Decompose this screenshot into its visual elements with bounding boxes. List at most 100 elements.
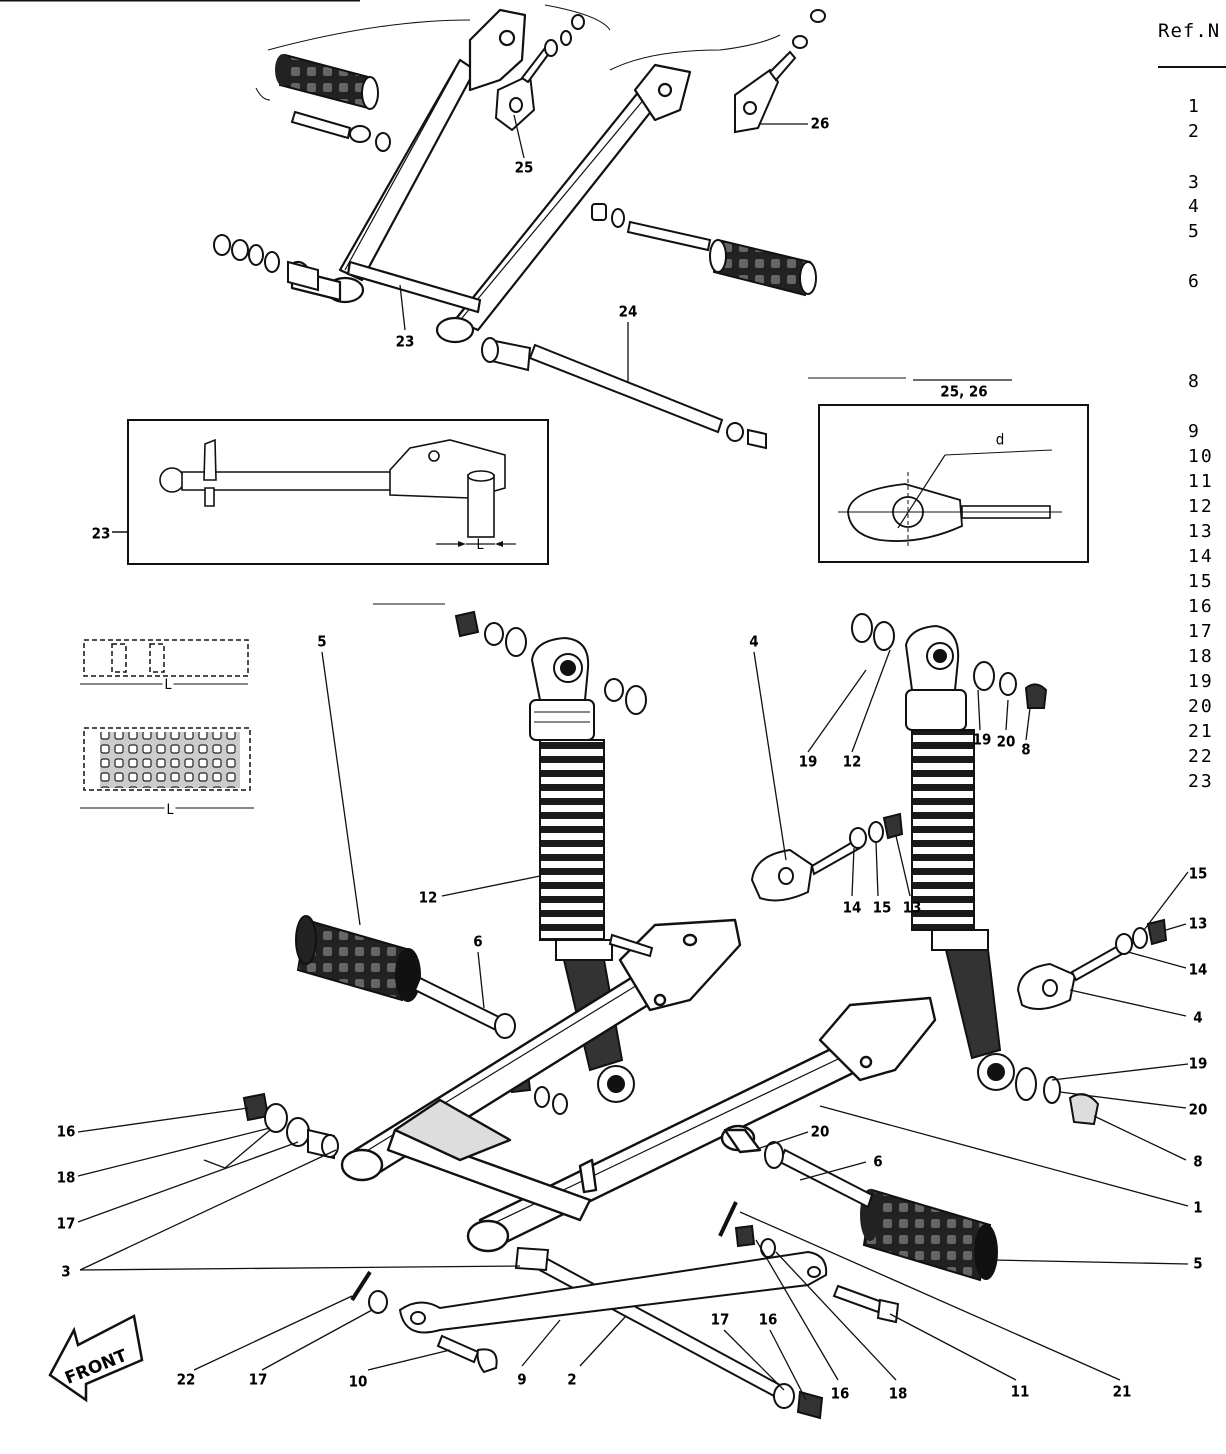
ref-number: 12 [1188,496,1214,517]
ref-number: 15 [1188,571,1214,592]
callout-15-mid: 15 [872,898,892,917]
callout-1-right: 1 [1193,1198,1203,1217]
ref-number: 11 [1188,471,1214,492]
ref-number: 23 [1188,771,1214,792]
top-rear-frame [286,8,692,344]
callout-8-right-lower: 8 [1193,1152,1203,1171]
bolt-10 [436,1334,498,1374]
callout-17-bottom: 17 [248,1370,268,1389]
callout-6-mid: 6 [873,1152,883,1171]
bracket-26-top [734,9,826,134]
axle-shaft-24 [481,337,767,450]
callout-11-bottom: 11 [1010,1382,1030,1401]
ref-number: 1 [1188,96,1201,117]
ref-header-rule [1158,66,1226,68]
chain-adjuster-4-middle [750,812,904,902]
callout-8-right: 8 [1021,740,1031,759]
callout-17-left: 17 [56,1214,76,1233]
dimension-L-grip-bottom: L [164,802,176,818]
ref-number: 8 [1188,371,1201,392]
dimension-L-grip-top: L [162,677,174,693]
main-swingarm-frame [340,918,937,1253]
ref-number: 2 [1188,121,1201,142]
footpeg-pin-top-left [290,110,391,152]
callout-13-right: 13 [1188,914,1208,933]
footpeg-grip-top-right [709,238,817,297]
ref-number: 6 [1188,271,1201,292]
ref-no-header: Ref.N [1158,20,1221,42]
ref-number: 9 [1188,421,1201,442]
shock-right-hardware [851,613,1100,1126]
callout-4-right: 4 [1193,1008,1203,1027]
inset-box-23 [112,419,549,565]
callout-12-upper: 12 [842,752,862,771]
callout-21-bottom: 21 [1112,1382,1132,1401]
ref-number: 14 [1188,546,1214,567]
grip-dimension-sketch-bottom [80,727,254,809]
callout-26-top: 26 [810,114,830,133]
callout-12-mid: 12 [418,888,438,907]
torque-link-9 [398,1250,828,1334]
callout-16-bottom-3: 16 [830,1384,850,1403]
shock-absorber-right [904,624,1015,1091]
callout-9-bottom: 9 [517,1370,527,1389]
callout-5-right: 5 [1193,1254,1203,1273]
footpeg-grip-right-5 [764,1141,998,1282]
ref-number: 17 [1188,621,1214,642]
callout-25-26-box: 25, 26 [940,382,988,401]
callout-5-upper: 5 [317,632,327,651]
callout-18-bottom: 18 [888,1384,908,1403]
callout-13-mid: 13 [902,898,922,917]
bolt-11 [832,1284,900,1324]
frame-outline-phantom [0,0,906,605]
callout-6-upper: 6 [473,932,483,951]
front-arrow-badge: FRONT [48,1314,144,1403]
callout-20-right: 20 [996,732,1016,751]
callout-23-top: 23 [395,332,415,351]
footpeg-pin-top-right [591,203,712,252]
pins-and-washers-bottom [350,1201,776,1314]
callout-15-right: 15 [1188,864,1208,883]
callout-14-right: 14 [1188,960,1208,979]
washer-stack-top-left [213,234,319,292]
ref-number: 4 [1188,196,1201,217]
callout-16-left: 16 [56,1122,76,1141]
callout-24: 24 [618,302,638,321]
ref-number: 18 [1188,646,1214,667]
ref-number: 20 [1188,696,1214,717]
chain-adjuster-4-right [1016,918,1168,1010]
callout-10-bottom: 10 [348,1372,368,1391]
callout-2-bottom: 2 [567,1370,577,1389]
shock-left-hardware [454,610,647,1115]
ref-number: 22 [1188,746,1214,767]
callout-18-left: 18 [56,1168,76,1187]
leader-lines [77,114,1189,1401]
callout-25-top: 25 [514,158,534,177]
ref-number: 5 [1188,221,1201,242]
ref-number: 13 [1188,521,1214,542]
callout-19-right-lower: 19 [1188,1054,1208,1073]
callout-20-right-lower: 20 [1188,1100,1208,1119]
callout-4-upper: 4 [749,632,759,651]
rod-6-upper [608,933,654,958]
ref-number: 19 [1188,671,1214,692]
callout-19-upper: 19 [798,752,818,771]
callout-16-bottom-2: 16 [758,1310,778,1329]
pivot-hardware-left [242,1092,339,1160]
inset-box-25-26 [818,404,1089,563]
callout-20-mid: 20 [810,1122,830,1141]
callout-17-bottom-2: 17 [710,1310,730,1329]
callout-22-bottom: 22 [176,1370,196,1389]
bracket-25-top [494,14,585,132]
ref-number: 10 [1188,446,1214,467]
callout-19-right: 19 [972,730,992,749]
callout-14-mid: 14 [842,898,862,917]
ref-number: 21 [1188,721,1214,742]
ref-number: 3 [1188,172,1201,193]
ref-number: 16 [1188,596,1214,617]
callout-23-box: 23 [91,524,111,543]
footpeg-grip-top-left [275,53,379,110]
callout-3-left: 3 [61,1262,71,1281]
footpeg-grip-left-5 [295,915,516,1039]
